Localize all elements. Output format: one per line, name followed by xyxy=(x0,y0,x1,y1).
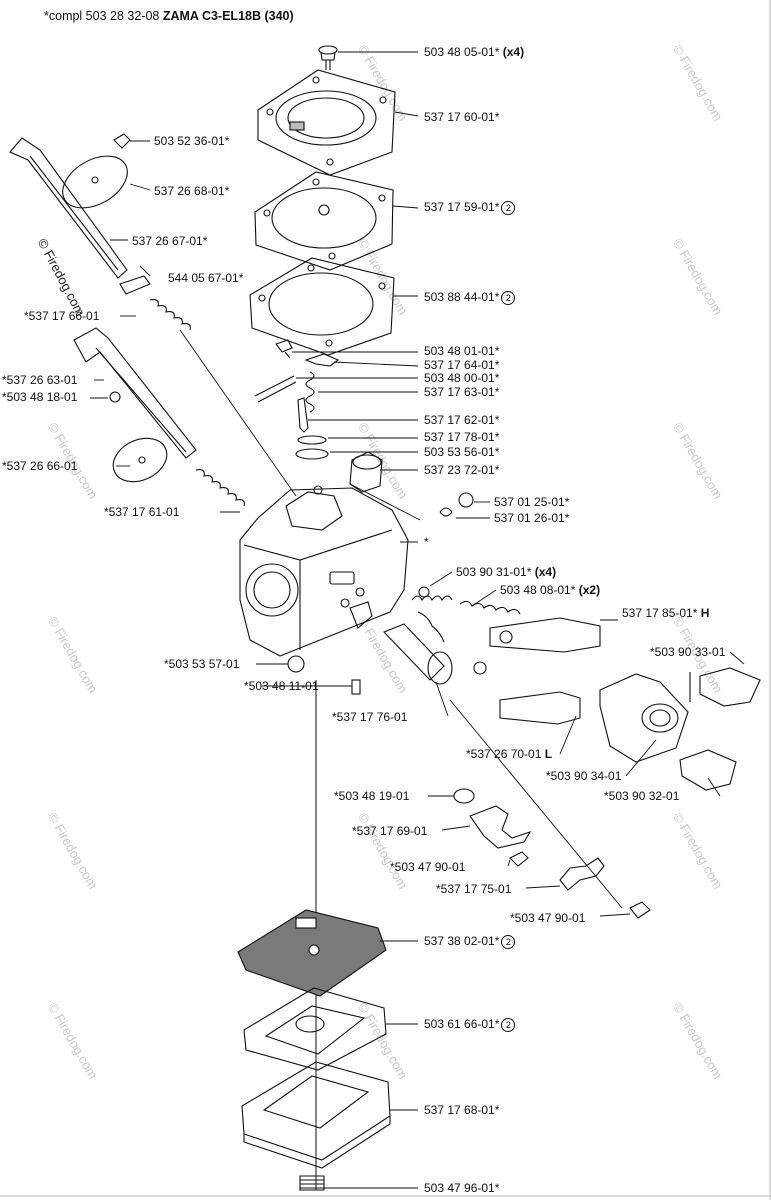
leader-lines xyxy=(90,51,745,1189)
adjusting-needles xyxy=(383,586,601,725)
carburetor-body xyxy=(239,485,409,657)
bottom-screw xyxy=(299,1175,325,1191)
part-label: 503 61 66-01*2 xyxy=(424,1017,516,1032)
part-label: *537 17 69-01 xyxy=(352,824,428,838)
diaphragm-gasket-part xyxy=(254,171,394,271)
diagram-title: *compl 503 28 32-08 ZAMA C3-EL18B (340) xyxy=(44,9,294,23)
part-label: *503 90 34-01 xyxy=(546,769,622,783)
limiter-caps xyxy=(599,667,761,791)
note-circle: 2 xyxy=(501,935,516,949)
part-label: 503 47 96-01* xyxy=(424,1181,500,1195)
part-label: 503 53 56-01* xyxy=(424,445,500,459)
title-model: ZAMA C3-EL18B (340) xyxy=(162,9,294,23)
part-label: *537 17 61-01 xyxy=(104,505,180,519)
part-label: *503 90 32-01 xyxy=(604,789,680,803)
part-label: *537 26 70-01 L xyxy=(466,747,553,761)
note-circle: 2 xyxy=(501,291,516,305)
part-label: 503 48 05-01* (x4) xyxy=(424,45,525,59)
part-label: 537 17 63-01* xyxy=(424,385,500,399)
throttle-shaft-assembly xyxy=(9,133,191,331)
part-label: 537 17 64-01* xyxy=(424,358,500,372)
part-label: *537 17 75-01 xyxy=(436,882,512,896)
metering-cover-part xyxy=(257,69,396,176)
part-label: *503 90 33-01 xyxy=(650,645,726,659)
title-prefix: *compl 503 28 32-08 xyxy=(44,9,163,23)
part-label: *503 48 19-01 xyxy=(334,789,410,803)
part-label: *503 47 90-01 xyxy=(390,860,466,874)
part-label: 537 26 67-01* xyxy=(132,234,208,248)
note-circle: 2 xyxy=(501,1018,516,1032)
part-label: *503 48 11-01 xyxy=(244,679,319,693)
bottom-gasket-part xyxy=(237,909,387,997)
note-circle: 2 xyxy=(501,201,516,215)
part-label: *537 26 63-01 xyxy=(2,373,78,387)
part-label: 503 88 44-01*2 xyxy=(424,290,516,305)
part-label: 537 23 72-01* xyxy=(424,463,500,477)
part-label: 503 48 08-01* (x2) xyxy=(500,583,601,597)
part-label: 537 01 25-01* xyxy=(494,495,570,509)
part-label: 537 17 60-01* xyxy=(424,110,500,124)
part-label: 503 52 36-01* xyxy=(154,134,230,148)
part-label: 537 38 02-01*2 xyxy=(424,934,516,949)
choke-shaft-assembly xyxy=(73,327,245,507)
lower-linkage-parts xyxy=(287,655,651,919)
part-label: *503 47 90-01 xyxy=(510,911,586,925)
part-label: *537 26 66-01 xyxy=(2,459,78,473)
fuel-pump-body xyxy=(243,987,387,1071)
base-cover-part xyxy=(241,1061,391,1169)
part-label: *503 48 18-01 xyxy=(2,390,78,404)
part-label: 537 17 59-01*2 xyxy=(424,200,516,215)
part-label: 537 17 68-01* xyxy=(424,1103,500,1117)
part-label: *537 17 76-01 xyxy=(332,710,408,724)
part-label: 537 17 85-01* H xyxy=(622,606,710,620)
part-label: 537 17 62-01* xyxy=(424,413,500,427)
top-screw xyxy=(318,45,338,70)
part-label: 503 90 31-01* (x4) xyxy=(456,565,557,579)
part-label: 537 26 68-01* xyxy=(154,184,230,198)
part-label: * xyxy=(424,535,429,549)
part-label: 544 05 67-01* xyxy=(168,271,244,285)
part-label: 537 01 26-01* xyxy=(494,511,570,525)
gasket-part xyxy=(249,257,395,356)
part-label: 503 48 00-01* xyxy=(424,371,500,385)
part-label: 503 48 01-01* xyxy=(424,344,500,358)
part-label: *503 53 57-01 xyxy=(164,657,240,671)
part-label: *537 17 66-01 xyxy=(24,309,100,323)
part-label: 537 17 78-01* xyxy=(424,430,500,444)
